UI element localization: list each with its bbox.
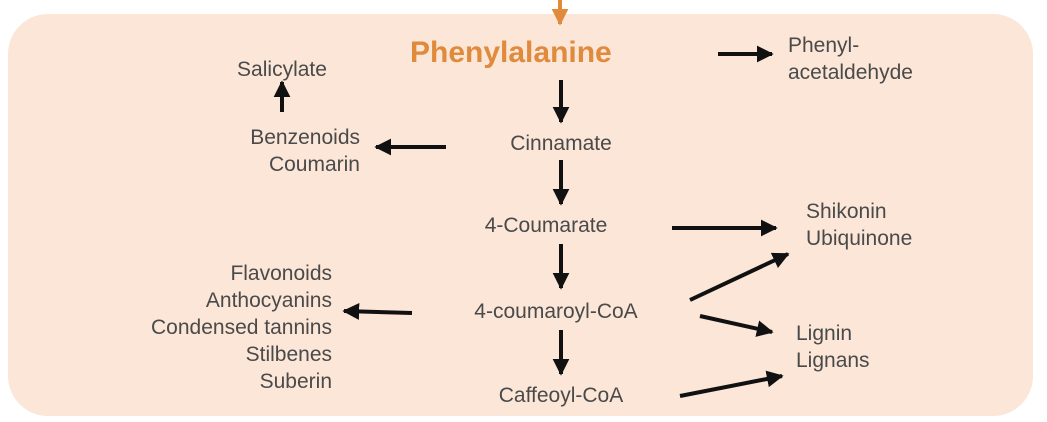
arrow-coumaroylcoa-to-lignin [699, 314, 774, 337]
node-flavonoids-group: Flavonoids Anthocyanins Condensed tannin… [20, 260, 332, 395]
node-phenylacetaldehyde-line1: Phenyl- [788, 34, 860, 57]
node-phenylalanine-label: Phenylalanine [410, 36, 612, 69]
node-coumarin-label: Coumarin [268, 153, 360, 176]
node-4-coumarate: 4-Coumarate [426, 212, 666, 239]
node-salicylate: Salicylate [182, 56, 382, 83]
node-4-coumaroyl-coa-label: 4-coumaroyl-CoA [474, 300, 638, 323]
node-suberin-label: Suberin [259, 370, 332, 393]
arrow-caffeoylcoa-to-lignans [679, 370, 784, 398]
node-4-coumarate-label: 4-Coumarate [484, 214, 608, 237]
node-stilbenes-label: Stilbenes [245, 343, 332, 366]
node-lignin-lignans: Lignin Lignans [796, 320, 870, 374]
node-anthocyanins-label: Anthocyanins [205, 289, 332, 312]
node-cinnamate: Cinnamate [441, 130, 681, 157]
node-phenylalanine: Phenylalanine [410, 36, 710, 70]
arrow-coumaroylcoa-to-ubiquinone [689, 252, 790, 302]
node-cinnamate-label: Cinnamate [510, 132, 612, 155]
node-4-coumaroyl-coa: 4-coumaroyl-CoA [411, 298, 701, 325]
node-phenylacetaldehyde: Phenyl- acetaldehyde [788, 32, 913, 86]
node-shikonin-ubiquinone: Shikonin Ubiquinone [806, 198, 912, 252]
node-flavonoids-label: Flavonoids [230, 262, 332, 285]
node-benzenoids-label: Benzenoids [250, 126, 360, 149]
node-lignans-label: Lignans [796, 349, 870, 372]
node-benzenoids-coumarin: Benzenoids Coumarin [150, 124, 360, 178]
node-shikonin-label: Shikonin [806, 200, 887, 223]
node-condensed-tannins-label: Condensed tannins [151, 316, 332, 339]
node-ubiquinone-label: Ubiquinone [806, 227, 913, 250]
node-phenylacetaldehyde-line2: acetaldehyde [788, 61, 913, 84]
node-salicylate-label: Salicylate [237, 58, 327, 81]
node-lignin-label: Lignin [796, 322, 853, 345]
diagram-background [8, 14, 1033, 416]
node-caffeoyl-coa-label: Caffeoyl-CoA [498, 384, 624, 407]
node-caffeoyl-coa: Caffeoyl-CoA [441, 382, 681, 409]
arrow-coumaroylcoa-to-flavonoids [342, 303, 413, 320]
